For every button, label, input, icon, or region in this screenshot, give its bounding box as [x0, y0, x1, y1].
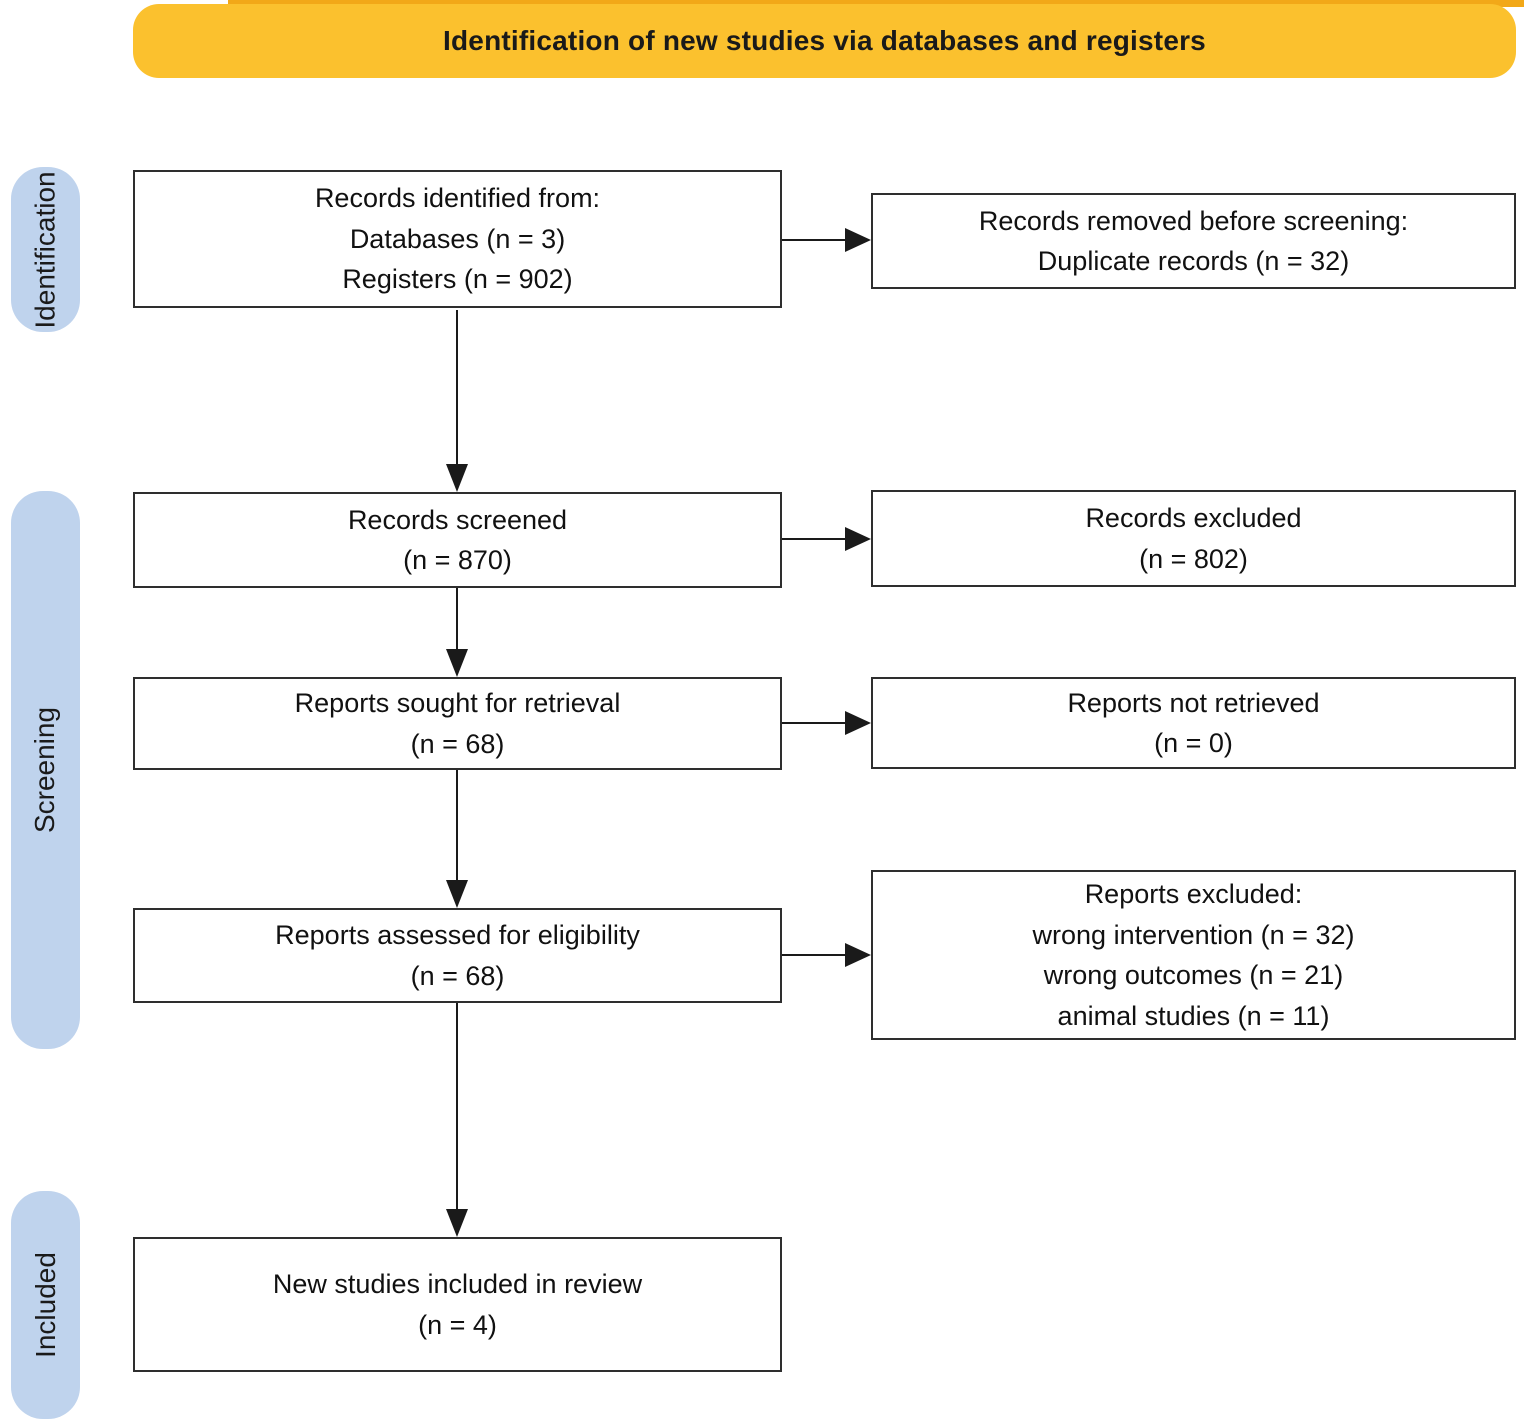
box-records-excluded: Records excluded (n = 802): [871, 490, 1516, 587]
arrow-head-down-icon: [446, 1209, 468, 1237]
stage-label-identification: Identification: [29, 170, 61, 329]
box-line: Reports excluded:: [1084, 879, 1303, 909]
box-line: Duplicate records (n = 32): [1037, 246, 1350, 276]
box-line: Records identified from:: [314, 183, 601, 214]
box-line: (n = 68): [410, 960, 505, 991]
box-line: wrong intervention (n = 32): [1032, 919, 1355, 950]
box-line: (n = 68): [410, 728, 505, 759]
box-line: Records screened: [347, 504, 568, 535]
box-reports-assessed: Reports assessed for eligibility (n = 68…: [133, 908, 782, 1003]
arrow-head-right-icon: [845, 943, 871, 967]
arrow-line: [782, 722, 845, 724]
stage-pill-screening: Screening: [11, 491, 80, 1049]
arrow-line: [456, 310, 458, 466]
arrow-head-right-icon: [845, 711, 871, 735]
arrow-line: [456, 1003, 458, 1209]
box-line: Records removed before screening:: [978, 205, 1409, 236]
box-new-studies-included: New studies included in review (n = 4): [133, 1237, 782, 1372]
box-line: Reports sought for retrieval: [294, 688, 621, 718]
stage-pill-included: Included: [11, 1191, 80, 1419]
stage-pill-identification: Identification: [11, 167, 80, 332]
box-reports-sought: Reports sought for retrieval (n = 68): [133, 677, 782, 770]
stage-label-included: Included: [29, 1252, 61, 1358]
box-line: animal studies (n = 11): [1057, 1000, 1330, 1031]
box-line: Databases (n = 3): [349, 223, 566, 254]
banner-title: Identification of new studies via databa…: [443, 25, 1206, 56]
box-reports-not-retrieved: Reports not retrieved (n = 0): [871, 677, 1516, 769]
arrow-head-down-icon: [446, 880, 468, 908]
box-line: New studies included in review: [272, 1269, 643, 1299]
arrow-line: [456, 770, 458, 880]
arrow-head-right-icon: [845, 228, 871, 252]
box-line: (n = 870): [403, 545, 512, 575]
arrow-head-down-icon: [446, 464, 468, 492]
box-records-screened: Records screened (n = 870): [133, 492, 782, 588]
arrow-head-down-icon: [446, 649, 468, 677]
box-reports-excluded: Reports excluded: wrong intervention (n …: [871, 870, 1516, 1040]
box-records-identified: Records identified from: Databases (n = …: [133, 170, 782, 308]
arrow-line: [456, 588, 458, 650]
box-line: (n = 0): [1154, 728, 1233, 758]
stage-label-screening: Screening: [29, 706, 61, 834]
box-line: wrong outcomes (n = 21): [1043, 960, 1344, 990]
box-line: Registers (n = 902): [342, 264, 573, 295]
box-line: Records excluded: [1085, 503, 1302, 533]
banner: Identification of new studies via databa…: [133, 4, 1516, 78]
arrow-head-right-icon: [845, 527, 871, 551]
cropped-banner-strip: [228, 0, 1524, 7]
arrow-line: [782, 538, 845, 540]
arrow-line: [782, 954, 845, 956]
box-line: (n = 802): [1139, 543, 1248, 574]
box-line: Reports not retrieved: [1067, 687, 1320, 718]
arrow-line: [782, 239, 845, 241]
box-line: (n = 4): [418, 1309, 497, 1340]
box-records-removed: Records removed before screening: Duplic…: [871, 193, 1516, 289]
box-line: Reports assessed for eligibility: [275, 920, 640, 950]
